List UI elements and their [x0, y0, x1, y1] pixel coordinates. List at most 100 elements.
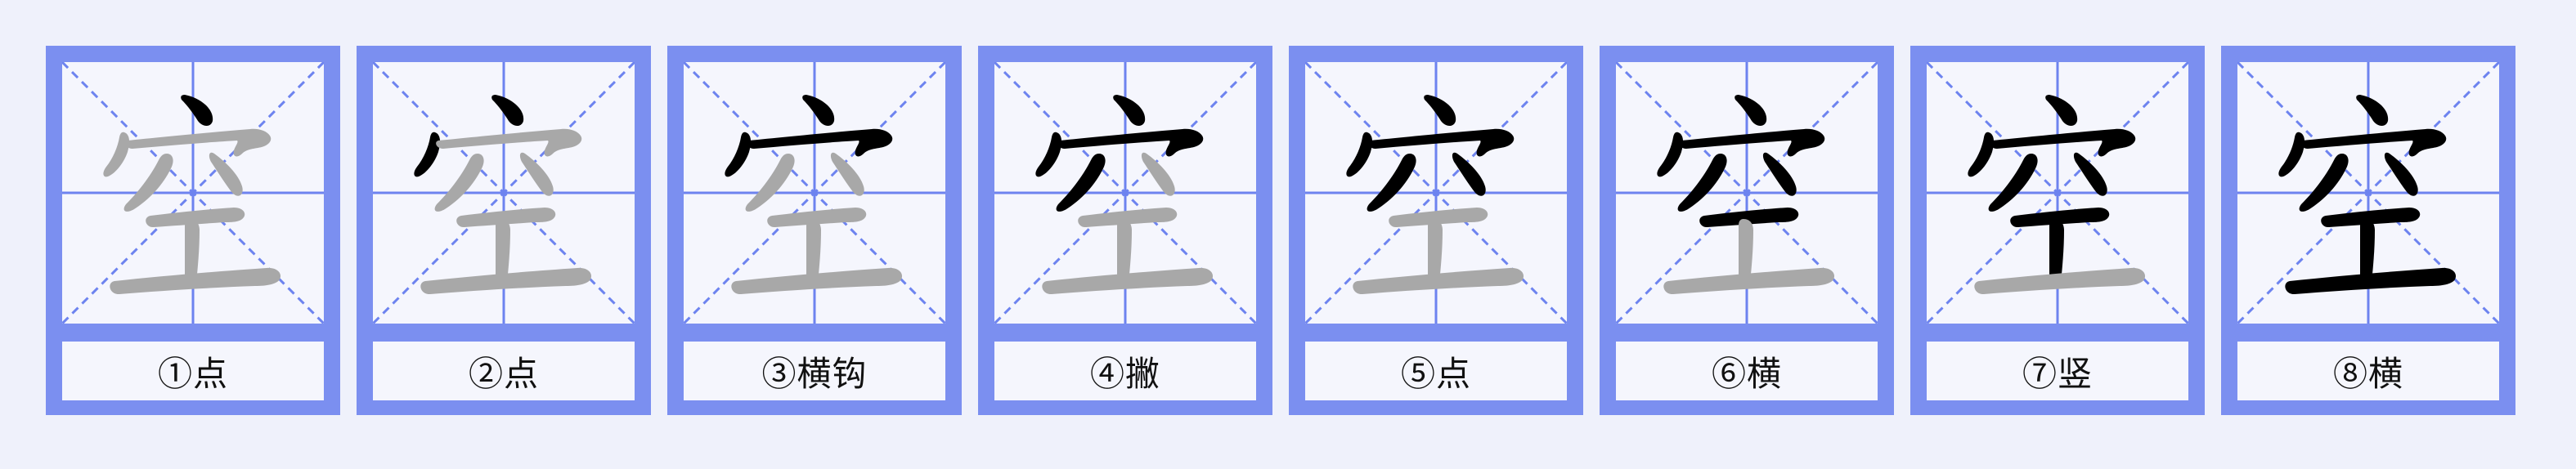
character-stroke-7: [806, 219, 821, 288]
character-strokes: [684, 62, 945, 324]
stroke-label-box: ④撇: [994, 342, 1256, 400]
character-stroke-7: [1117, 219, 1132, 288]
character-strokes: [1305, 62, 1567, 324]
character-stroke-5: [209, 152, 243, 196]
character-stroke-5: [830, 152, 864, 196]
character-stroke-4: [2299, 154, 2349, 212]
character-stroke-6: [1078, 208, 1178, 228]
character-strokes: [373, 62, 635, 324]
character-stroke-1: [1113, 95, 1146, 126]
stroke-step-card-8: ⑧横: [2221, 46, 2515, 415]
character-stroke-5: [519, 152, 554, 196]
character-stroke-1: [2045, 95, 2078, 126]
character-stroke-3: [2300, 128, 2447, 157]
tianzige-grid: [1305, 62, 1567, 324]
character-stroke-4: [1988, 154, 2038, 212]
character-stroke-1: [1735, 95, 1767, 126]
character-stroke-3: [1368, 128, 1515, 157]
tianzige-grid: [684, 62, 945, 324]
character-stroke-2: [1968, 132, 1995, 177]
tianzige-grid: [1616, 62, 1878, 324]
stroke-label-box: ①点: [62, 342, 324, 400]
character-stroke-3: [1679, 128, 1825, 157]
character-stroke-7: [1739, 219, 1753, 288]
character-stroke-6: [2321, 208, 2421, 228]
character-stroke-2: [2278, 132, 2305, 177]
character-stroke-2: [1035, 132, 1062, 177]
character-stroke-1: [2356, 95, 2389, 126]
character-stroke-6: [1699, 208, 1799, 228]
character-stroke-6: [456, 208, 556, 228]
character-stroke-8: [110, 267, 281, 295]
stroke-label-box: ②点: [373, 342, 635, 400]
tianzige-grid: [994, 62, 1256, 324]
character-stroke-1: [181, 95, 213, 126]
character-stroke-3: [1057, 128, 1204, 157]
character-stroke-1: [491, 95, 524, 126]
character-stroke-6: [1389, 208, 1488, 228]
character-strokes: [1616, 62, 1878, 324]
character-stroke-7: [185, 219, 200, 288]
tianzige-grid: [62, 62, 324, 324]
tianzige-grid: [373, 62, 635, 324]
character-stroke-6: [767, 208, 867, 228]
character-stroke-7: [2049, 219, 2064, 288]
stroke-label: ④撇: [1089, 353, 1160, 394]
character-stroke-3: [1990, 128, 2136, 157]
character-stroke-7: [2360, 219, 2375, 288]
character-stroke-8: [1663, 267, 1835, 295]
character-strokes: [2237, 62, 2499, 324]
stroke-label-box: ⑦竖: [1927, 342, 2188, 400]
character-stroke-7: [496, 219, 510, 288]
character-stroke-4: [1056, 154, 1106, 212]
character-stroke-4: [123, 154, 173, 212]
character-stroke-4: [745, 154, 795, 212]
character-stroke-8: [420, 267, 592, 295]
character-stroke-4: [434, 154, 484, 212]
character-stroke-5: [2073, 152, 2107, 196]
character-strokes: [994, 62, 1256, 324]
stroke-label: ⑦竖: [2022, 353, 2093, 394]
character-stroke-2: [1346, 132, 1373, 177]
character-stroke-2: [725, 132, 752, 177]
character-stroke-2: [103, 132, 130, 177]
character-stroke-6: [146, 208, 245, 228]
character-stroke-5: [1762, 152, 1797, 196]
character-stroke-1: [802, 95, 835, 126]
stroke-label-box: ③横钩: [684, 342, 945, 400]
character-stroke-5: [1141, 152, 1175, 196]
character-stroke-5: [2384, 152, 2418, 196]
stroke-label-box: ⑤点: [1305, 342, 1567, 400]
character-stroke-8: [731, 267, 903, 295]
character-stroke-1: [1424, 95, 1456, 126]
character-strokes: [62, 62, 324, 324]
stroke-label: ⑧横: [2332, 353, 2403, 394]
stroke-label: ②点: [468, 353, 539, 394]
stroke-step-card-1: ①点: [46, 46, 340, 415]
character-stroke-7: [1428, 219, 1443, 288]
character-stroke-5: [1452, 152, 1486, 196]
character-stroke-8: [2285, 267, 2457, 295]
stroke-label-box: ⑧横: [2237, 342, 2499, 400]
stroke-step-card-7: ⑦竖: [1910, 46, 2205, 415]
character-stroke-8: [1042, 267, 1214, 295]
stroke-label-box: ⑥横: [1616, 342, 1878, 400]
tianzige-grid: [1927, 62, 2188, 324]
stroke-step-card-5: ⑤点: [1289, 46, 1583, 415]
character-stroke-8: [1974, 267, 2146, 295]
character-strokes: [1927, 62, 2188, 324]
character-stroke-4: [1677, 154, 1727, 212]
character-stroke-2: [414, 132, 441, 177]
stroke-step-card-4: ④撇: [978, 46, 1272, 415]
character-stroke-6: [2010, 208, 2110, 228]
stroke-step-card-6: ⑥横: [1600, 46, 1894, 415]
character-stroke-8: [1353, 267, 1524, 295]
character-stroke-3: [436, 128, 582, 157]
character-stroke-3: [747, 128, 893, 157]
stroke-step-card-3: ③横钩: [667, 46, 962, 415]
character-stroke-3: [125, 128, 272, 157]
stroke-label: ③横钩: [761, 353, 868, 394]
stroke-label: ⑥横: [1711, 353, 1782, 394]
tianzige-grid: [2237, 62, 2499, 324]
